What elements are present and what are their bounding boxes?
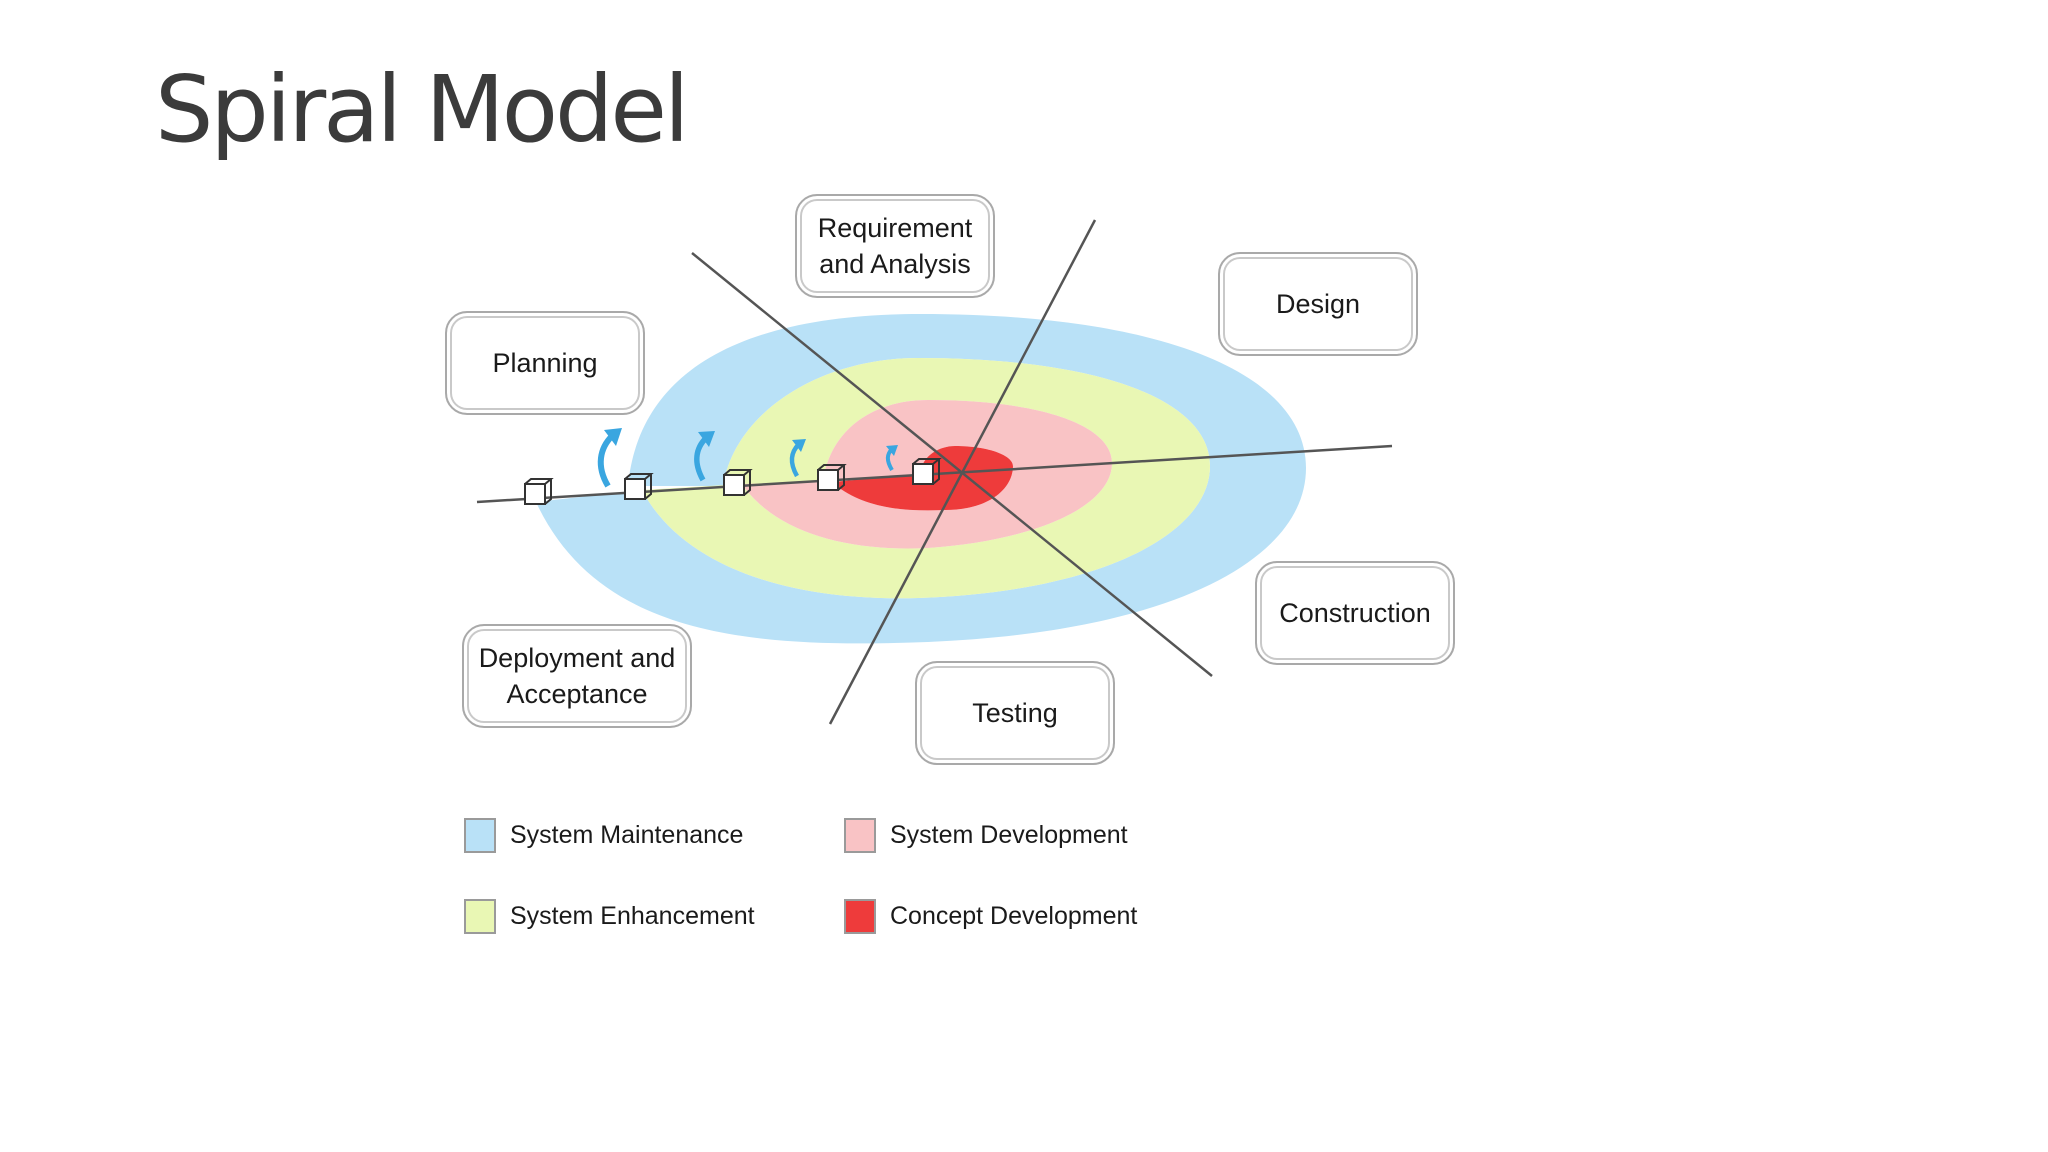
phase-requirement-analysis: Requirement and Analysis	[795, 194, 995, 298]
axis-line-diagonal-up	[828, 219, 1097, 725]
curved-arrow-icon	[597, 428, 622, 488]
legend-swatch-concept	[844, 899, 876, 934]
axis-line-diagonal-down	[691, 252, 1213, 677]
phase-planning: Planning	[445, 311, 645, 415]
band-system-enhancement	[642, 358, 1210, 599]
phase-deployment-acceptance: Deployment and Acceptance	[462, 624, 692, 728]
legend-label: System Maintenance	[510, 821, 744, 849]
cube-marker-4	[817, 464, 847, 491]
legend-swatch-enhancement	[464, 899, 496, 934]
phase-construction: Construction	[1255, 561, 1455, 665]
band-system-development	[742, 400, 1112, 549]
cube-marker-3	[723, 469, 753, 496]
curved-arrow-icon	[694, 431, 715, 482]
curved-arrow-icon	[789, 439, 806, 478]
legend-swatch-development	[844, 818, 876, 853]
band-system-maintenance	[536, 314, 1306, 644]
legend-item-system-enhancement: System Enhancement	[464, 899, 755, 934]
legend-label: Concept Development	[890, 902, 1138, 930]
cube-marker-5	[912, 458, 942, 485]
legend-item-system-development: System Development	[844, 818, 1128, 853]
cube-marker-2	[624, 473, 654, 500]
legend-label: System Enhancement	[510, 902, 755, 930]
legend-item-system-maintenance: System Maintenance	[464, 818, 743, 853]
cube-marker-1	[524, 478, 554, 505]
legend-swatch-maintenance	[464, 818, 496, 853]
curved-arrow-icon	[885, 445, 898, 472]
slide-title: Spiral Model	[155, 56, 690, 163]
legend-item-concept-development: Concept Development	[844, 899, 1137, 934]
legend-label: System Development	[890, 821, 1128, 849]
phase-design: Design	[1218, 252, 1418, 356]
phase-testing: Testing	[915, 661, 1115, 765]
